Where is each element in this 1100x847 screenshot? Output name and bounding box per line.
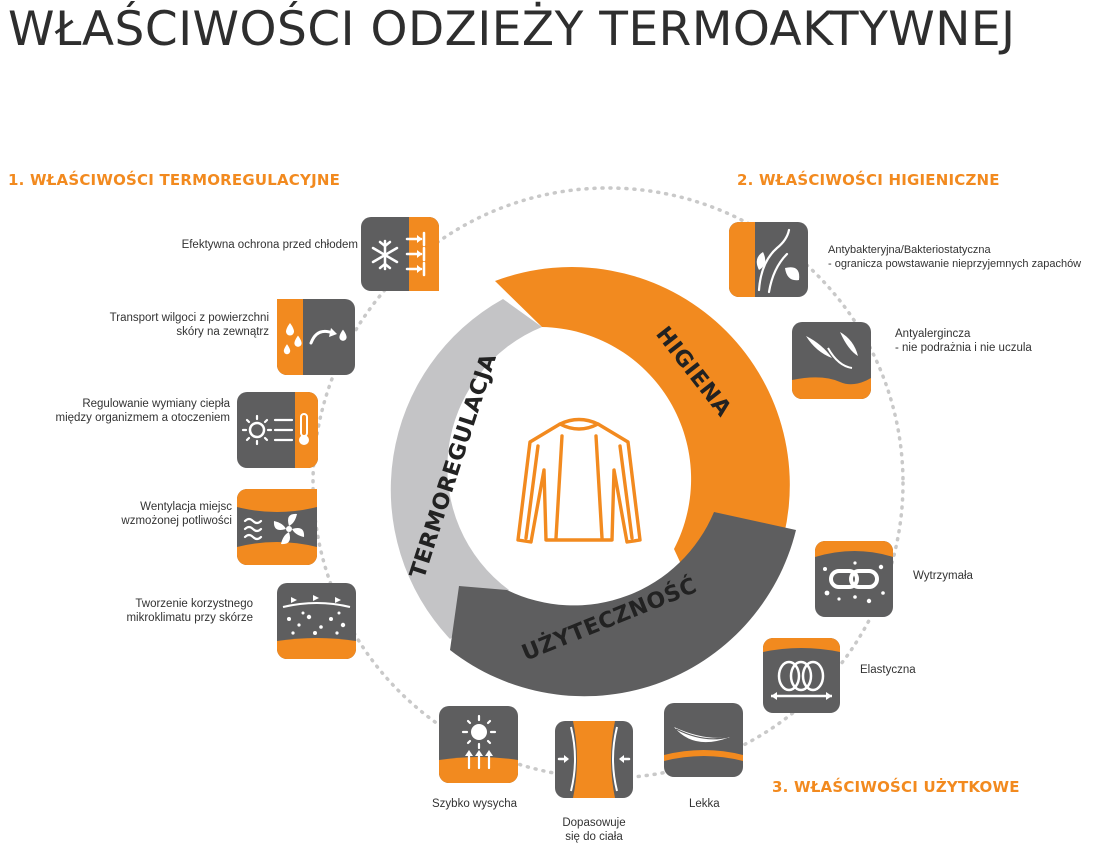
page-title: WŁAŚCIWOŚCI ODZIEŻY TERMOAKTYWNEJ — [8, 2, 1016, 57]
feature-label-antybakteryjna: Antybakteryjna/Bakteriostatyczna - ogran… — [828, 243, 1081, 271]
feature-label-line: Antybakteryjna/Bakteriostatyczna — [828, 244, 991, 256]
chain-link-icon — [815, 541, 893, 617]
feature-label-line: Antyalergincza — [895, 328, 971, 340]
elastic-coil-icon — [763, 638, 840, 713]
feature-label-line: Efektywna ochrona przed chłodem — [181, 239, 358, 251]
moisture-transport-icon — [277, 299, 355, 375]
feature-label-line: Regulowanie wymiany ciepła — [82, 398, 230, 410]
feature-label-wysycha: Szybko wysycha — [432, 797, 517, 811]
feature-label-line: Szybko wysycha — [432, 798, 518, 810]
feature-label-line: - ogranicza powstawanie nieprzyjemnych z… — [828, 258, 1082, 270]
feature-label-line: skóry na zewnątrz — [176, 326, 269, 338]
feature-label-line: mikroklimatu przy skórze — [126, 612, 253, 624]
ventilation-fan-icon — [237, 489, 317, 565]
thermal-shirt-icon — [516, 417, 642, 544]
feature-label-line: wzmożonej potliwości — [121, 515, 232, 527]
uzytecznosc-segment — [450, 512, 796, 697]
leaf-icon — [729, 222, 808, 297]
feature-label-line: Elastyczna — [860, 664, 916, 676]
feature-label-line: między organizmem a otoczeniem — [55, 412, 231, 424]
heat-exchange-icon — [237, 392, 318, 468]
feature-label-line: Dopasowuje — [562, 817, 626, 829]
feature-label-cieplo: Regulowanie wymiany ciepła między organi… — [56, 397, 231, 425]
feature-label-wentylacja: Wentylacja miejsc wzmożonej potliwości — [121, 500, 232, 528]
feature-label-line: się do ciała — [565, 831, 623, 843]
center-hub — [476, 376, 680, 580]
feature-label-elastyczna: Elastyczna — [860, 663, 916, 677]
feature-label-lekka: Lekka — [689, 797, 720, 811]
feature-label-dopasowuje: Dopasowuje się do ciała — [544, 816, 644, 844]
feature-label-line: Wentylacja miejsc — [140, 501, 232, 513]
microclimate-icon — [277, 583, 356, 659]
feature-label-wilgoc: Transport wilgoci z powierzchni skóry na… — [110, 311, 269, 339]
sun-dry-icon — [439, 706, 518, 783]
feature-label-chlod: Efektywna ochrona przed chłodem — [182, 238, 358, 252]
section-title-uzytkowe: 3. WŁAŚCIWOŚCI UŻYTKOWE — [772, 778, 1020, 796]
feature-label-line: Lekka — [689, 798, 720, 810]
feature-label-mikroklimat: Tworzenie korzystnego mikroklimatu przy … — [126, 597, 253, 625]
feather-icon — [664, 703, 743, 777]
termoregulacja-segment — [390, 299, 542, 639]
snowflake-icon — [361, 217, 439, 291]
feature-label-wytrzymala: Wytrzymała — [913, 569, 973, 583]
feature-label-line: Wytrzymała — [913, 570, 973, 582]
section-title-higieniczne: 2. WŁAŚCIWOŚCI HIGIENICZNE — [737, 171, 1000, 189]
body-fit-icon — [555, 721, 633, 798]
feather-hand-icon — [792, 322, 871, 399]
feature-label-antyalergiczna: Antyalergincza - nie podrażnia i nie ucz… — [895, 327, 1032, 355]
section-title-termoregulacyjne: 1. WŁAŚCIWOŚCI TERMOREGULACYJNE — [8, 171, 341, 189]
higiena-segment — [495, 267, 790, 577]
feature-label-line: Tworzenie korzystnego — [135, 598, 253, 610]
feature-label-line: - nie podrażnia i nie uczula — [895, 342, 1032, 354]
feature-label-line: Transport wilgoci z powierzchni — [109, 312, 269, 324]
